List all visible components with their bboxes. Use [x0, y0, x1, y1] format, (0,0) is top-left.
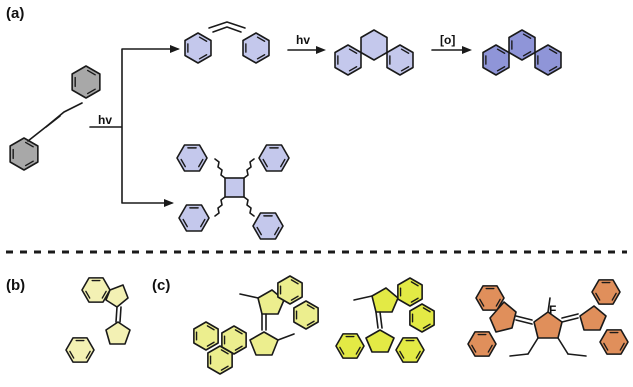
methyl-bond [527, 337, 539, 355]
hv-label-main: hv [98, 113, 112, 127]
methyl-bond [557, 337, 569, 355]
panel-label-c: (c) [152, 277, 170, 294]
benzene-ring [176, 144, 208, 172]
methyl-bond [277, 333, 295, 341]
methyl-bond [547, 297, 551, 313]
hv-label-cyclize: hv [296, 33, 310, 47]
five-ring [105, 284, 129, 308]
double-bond [515, 315, 533, 321]
motor-molecule-1 [193, 275, 319, 375]
arrow-oxidation [431, 46, 472, 54]
cyclobutane-dimer [176, 144, 290, 240]
benzene-ring [9, 137, 39, 171]
double-bond [379, 311, 383, 329]
fused-ring [534, 44, 562, 76]
five-ring [489, 301, 517, 333]
branch-arrows [89, 45, 180, 207]
motor-molecule-3 [467, 279, 629, 357]
arrow-cyclization [287, 46, 326, 54]
double-bond [561, 313, 579, 319]
five-ring [105, 321, 131, 345]
motor-molecule-2 [335, 277, 435, 363]
five-ring [249, 331, 279, 356]
benzene-ring [252, 212, 284, 240]
benzene-ring [207, 345, 233, 375]
fused-ring [360, 29, 388, 61]
double-bond [119, 306, 122, 323]
benzene-ring [184, 32, 212, 64]
double-bond [375, 311, 379, 329]
double-bond [115, 306, 118, 323]
methyl-bond [567, 353, 587, 357]
fluorine-atom-label: F [549, 303, 556, 317]
benzene-ring [409, 303, 435, 333]
methyl-bond [239, 293, 259, 299]
trans-stilbene [9, 65, 101, 171]
methyl-bond [353, 295, 373, 301]
benzene-ring [81, 277, 111, 303]
double-bond [561, 317, 579, 323]
double-bond [515, 319, 533, 325]
benzene-ring [277, 275, 303, 305]
methyl-bond [509, 353, 529, 357]
benzene-ring [395, 337, 425, 363]
benzene-ring [467, 331, 497, 357]
panel-label-a: (a) [6, 5, 24, 22]
fused-ring [508, 29, 536, 61]
phenanthrene [482, 29, 562, 76]
benzene-ring [591, 279, 621, 305]
cis-stilbene [184, 21, 270, 64]
bis-indanylidene [65, 277, 131, 363]
benzene-ring [397, 277, 423, 307]
fused-ring [334, 44, 362, 76]
dihydrophenanthrene [334, 29, 414, 76]
panel-label-b: (b) [6, 277, 25, 294]
benzene-ring [258, 144, 290, 172]
benzene-ring [65, 337, 95, 363]
benzene-ring [599, 329, 629, 355]
benzene-ring [193, 321, 219, 351]
benzene-ring [242, 32, 270, 64]
five-ring [533, 311, 563, 339]
benzene-ring [178, 204, 210, 232]
five-ring [371, 287, 399, 313]
five-ring [579, 305, 607, 331]
oxidation-label: [o] [440, 33, 455, 47]
benzene-ring [335, 333, 365, 359]
benzene-ring [221, 325, 247, 355]
fused-ring [482, 44, 510, 76]
benzene-ring [293, 300, 319, 330]
benzene-ring [71, 65, 101, 99]
fused-ring [386, 44, 414, 76]
five-ring [365, 329, 395, 353]
